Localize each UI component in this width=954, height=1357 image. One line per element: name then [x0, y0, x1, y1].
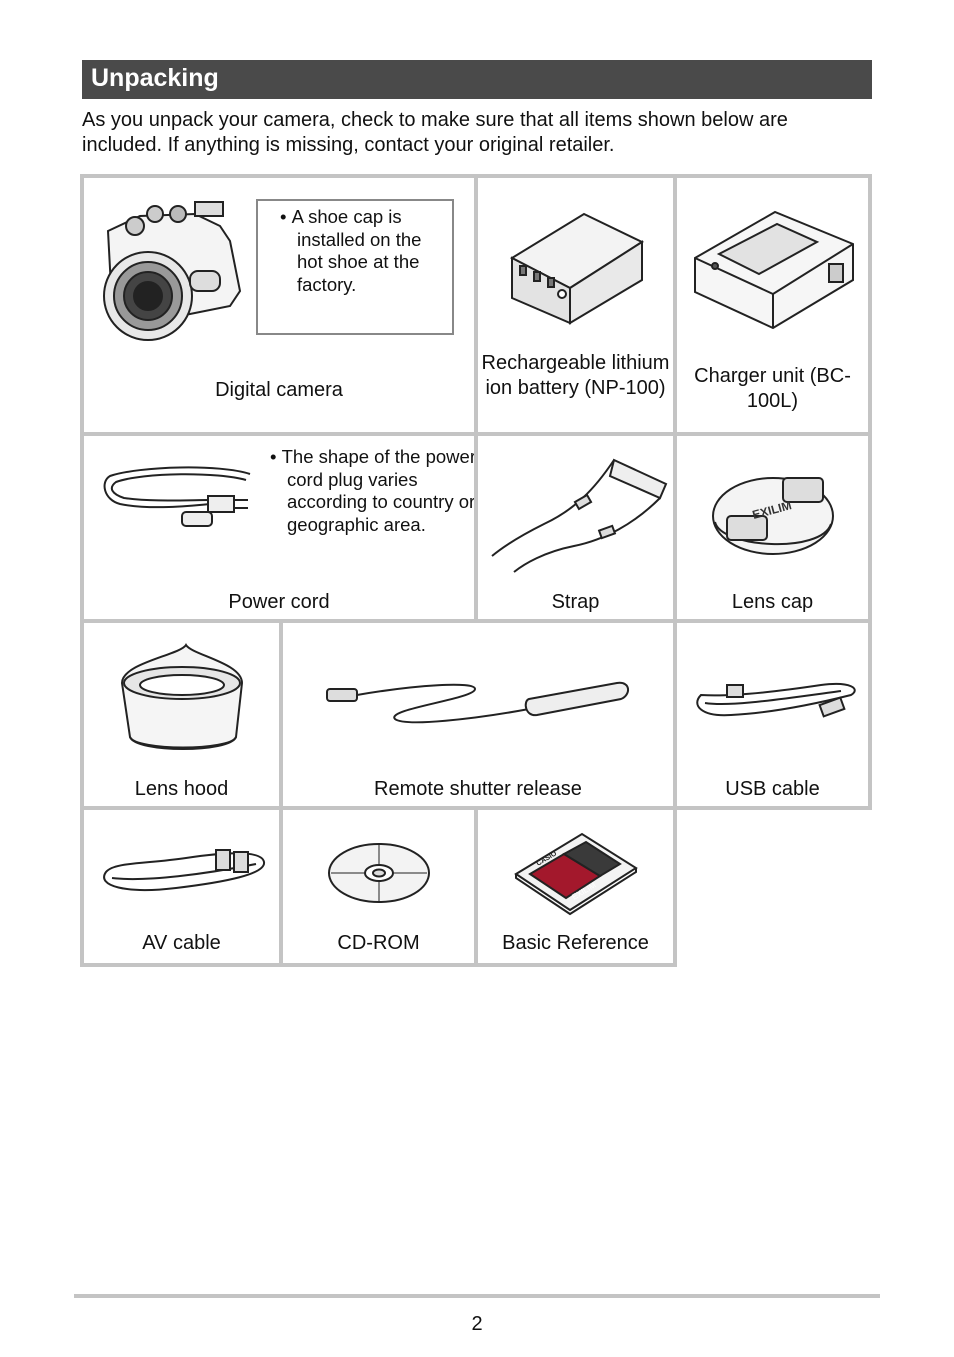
intro-paragraph: As you unpack your camera, check to make…	[82, 109, 788, 156]
lens-hood-label: Lens hood	[134, 778, 229, 800]
strap-illustration	[491, 458, 668, 573]
strap-label: Strap	[551, 591, 600, 613]
av-cable-illustration	[103, 849, 265, 891]
charger-illustration	[694, 210, 854, 330]
battery-illustration	[509, 212, 645, 325]
item-usb-cable: USB cable	[673, 619, 872, 810]
basic-reference-illustration: CASIO EXILIM	[514, 832, 638, 916]
item-av-cable: AV cable	[80, 806, 283, 967]
digital-camera-illustration	[103, 201, 242, 341]
lens-cap-label: Lens cap	[731, 591, 814, 613]
shoe-cap-note: • A shoe cap is installed on the hot sho…	[280, 206, 422, 295]
section-title: Unpacking	[91, 64, 219, 92]
footer-divider	[74, 1294, 880, 1298]
battery-label: Rechargeable lithium ion battery (NP-100…	[481, 352, 670, 399]
item-basic-reference: CASIO EXILIM Basic Reference	[474, 806, 677, 967]
shoe-cap-callout: • A shoe cap is installed on the hot sho…	[256, 199, 454, 335]
remote-shutter-illustration	[326, 681, 629, 724]
usb-cable-illustration	[696, 683, 856, 718]
power-cord-illustration	[103, 466, 251, 527]
power-cord-note: • The shape of the power cord plug varie…	[270, 446, 476, 535]
cd-rom-label: CD-ROM	[337, 932, 420, 954]
digital-camera-label: Digital camera	[215, 379, 343, 401]
item-remote-shutter: Remote shutter release	[279, 619, 677, 810]
page-number: 2	[471, 1313, 483, 1335]
item-cd-rom: CD-ROM	[279, 806, 478, 967]
item-digital-camera: • A shoe cap is installed on the hot sho…	[80, 174, 478, 436]
item-lens-cap: EXILIM Lens cap	[673, 432, 872, 623]
item-charger: Charger unit (BC-100L)	[673, 174, 872, 436]
basic-reference-label: Basic Reference	[502, 932, 649, 954]
charger-label: Charger unit (BC-100L)	[694, 365, 851, 412]
lens-hood-illustration	[120, 643, 244, 750]
item-lens-hood: Lens hood	[80, 619, 283, 810]
lens-cap-illustration: EXILIM	[712, 477, 834, 555]
item-power-cord: • The shape of the power cord plug varie…	[80, 432, 478, 623]
item-battery: Rechargeable lithium ion battery (NP-100…	[474, 174, 677, 436]
av-cable-label: AV cable	[142, 932, 221, 954]
usb-cable-label: USB cable	[725, 778, 820, 800]
section-header: Unpacking	[82, 60, 872, 99]
cd-rom-illustration	[328, 843, 430, 903]
remote-shutter-label: Remote shutter release	[374, 778, 582, 800]
power-cord-label: Power cord	[228, 591, 330, 613]
item-strap: Strap	[474, 432, 677, 623]
